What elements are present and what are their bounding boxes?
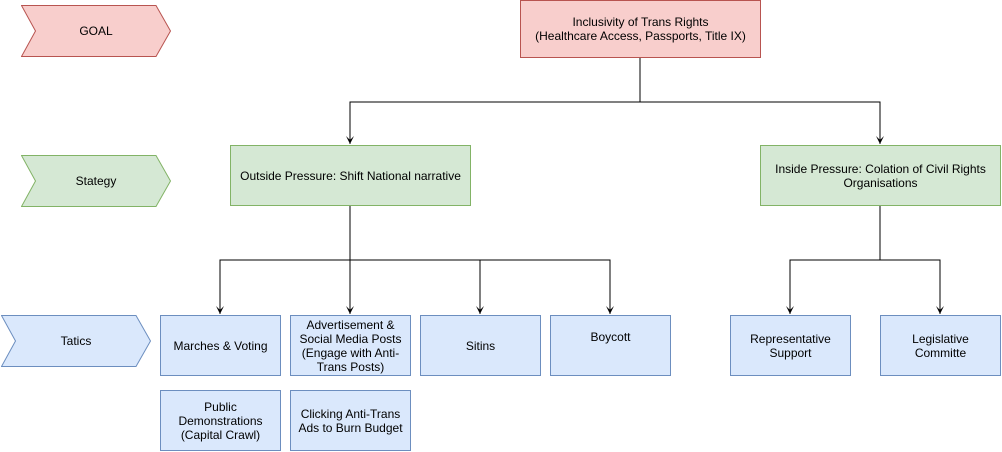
tactic-boycott: Boycott [550, 315, 671, 376]
edge-goal-to-outside [346, 57, 641, 144]
strategy-inside-pressure: Inside Pressure: Colation of Civil Right… [760, 145, 1001, 206]
level-tactics-chevron: Tatics [1, 315, 151, 367]
level-tactics-label: Tatics [60, 334, 92, 348]
edge-inside-to-legislative [880, 259, 944, 314]
edge-outside-to-marches [216, 206, 351, 314]
level-goal-chevron: GOAL [21, 5, 171, 57]
strategy-outside-pressure: Outside Pressure: Shift National narrati… [230, 145, 471, 206]
goal-node: Inclusivity of Trans Rights (Healthcare … [520, 0, 761, 58]
edge-goal-to-inside [640, 101, 884, 144]
level-strategy-label: Stategy [75, 174, 117, 188]
tactic-clicking-ads: Clicking Anti-Trans Ads to Burn Budget [290, 390, 411, 451]
edge-inside-to-representative [786, 206, 881, 314]
tactic-public-demonstrations: Public Demonstrations (Capital Crawl) [160, 390, 281, 451]
level-strategy-chevron: Stategy [21, 155, 171, 207]
edge-outside-to-boycott [480, 259, 614, 314]
tactic-representative-support: Representative Support [730, 315, 851, 376]
edge-outside-to-sitins [350, 259, 484, 314]
tactic-legislative-committe: Legislative Committe [880, 315, 1001, 376]
tactic-marches-voting: Marches & Voting [160, 315, 281, 376]
tactic-advertisement: Advertisement & Social Media Posts (Enga… [290, 315, 411, 376]
tactic-sitins: Sitins [420, 315, 541, 376]
level-goal-label: GOAL [79, 24, 113, 38]
